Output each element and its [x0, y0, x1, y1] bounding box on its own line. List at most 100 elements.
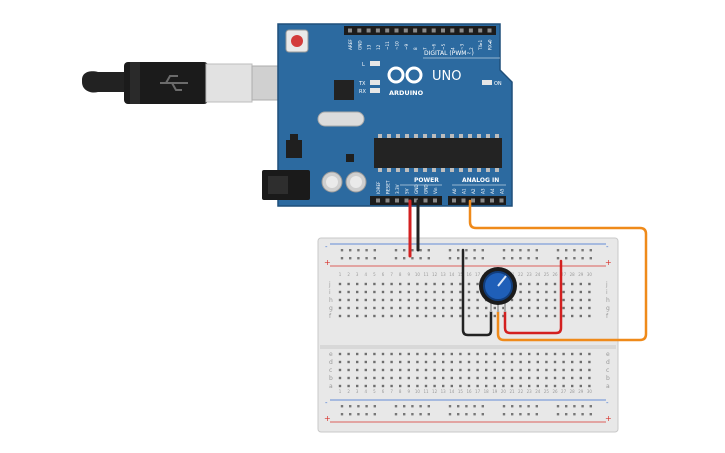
breadboard-hole[interactable] — [442, 368, 445, 372]
breadboard-hole[interactable] — [588, 298, 591, 302]
rail-hole[interactable] — [511, 249, 514, 252]
rail-hole[interactable] — [357, 413, 360, 416]
rail-hole[interactable] — [373, 413, 376, 416]
breadboard-hole[interactable] — [442, 290, 445, 294]
breadboard-hole[interactable] — [433, 290, 436, 294]
breadboard-hole[interactable] — [381, 282, 385, 286]
breadboard-hole[interactable] — [450, 306, 453, 310]
rail-hole[interactable] — [448, 413, 452, 416]
breadboard-hole[interactable] — [553, 282, 557, 286]
breadboard-hole[interactable] — [536, 290, 539, 294]
breadboard-hole[interactable] — [579, 282, 582, 286]
breadboard-hole[interactable] — [416, 384, 419, 388]
rail-hole[interactable] — [365, 413, 368, 416]
breadboard-hole[interactable] — [433, 282, 436, 286]
breadboard-hole[interactable] — [588, 282, 591, 286]
breadboard-hole[interactable] — [356, 282, 359, 286]
breadboard-hole[interactable] — [571, 298, 574, 302]
breadboard-hole[interactable] — [588, 306, 591, 310]
breadboard-hole[interactable] — [528, 298, 531, 302]
digital-pin-hole[interactable] — [459, 28, 464, 33]
breadboard-hole[interactable] — [390, 314, 393, 318]
breadboard-hole[interactable] — [562, 298, 565, 302]
rail-hole[interactable] — [365, 249, 368, 252]
breadboard-hole[interactable] — [510, 306, 514, 310]
rail-hole[interactable] — [394, 257, 398, 260]
breadboard-hole[interactable] — [373, 368, 376, 372]
rail-hole[interactable] — [349, 249, 352, 252]
breadboard-hole[interactable] — [356, 384, 359, 388]
breadboard-hole[interactable] — [347, 352, 350, 356]
rail-hole[interactable] — [535, 249, 538, 252]
rail-hole[interactable] — [411, 249, 414, 252]
rail-hole[interactable] — [527, 413, 530, 416]
breadboard-hole[interactable] — [485, 360, 488, 364]
breadboard-hole[interactable] — [467, 368, 471, 372]
rail-hole[interactable] — [349, 405, 352, 408]
breadboard-hole[interactable] — [364, 298, 367, 302]
breadboard-hole[interactable] — [502, 360, 505, 364]
breadboard-hole[interactable] — [433, 368, 436, 372]
breadboard-hole[interactable] — [519, 290, 522, 294]
breadboard-hole[interactable] — [373, 384, 376, 388]
breadboard-hole[interactable] — [493, 306, 496, 310]
rail-hole[interactable] — [481, 413, 484, 416]
breadboard-hole[interactable] — [381, 368, 385, 372]
breadboard-hole[interactable] — [450, 314, 453, 318]
breadboard-hole[interactable] — [407, 360, 410, 364]
rail-hole[interactable] — [589, 249, 592, 252]
breadboard-hole[interactable] — [510, 298, 514, 302]
rail-hole[interactable] — [403, 413, 406, 416]
power-pin-hole[interactable] — [395, 198, 399, 203]
breadboard-hole[interactable] — [442, 376, 445, 380]
rail-hole[interactable] — [457, 257, 460, 260]
breadboard-hole[interactable] — [510, 352, 514, 356]
rail-hole[interactable] — [419, 413, 422, 416]
rail-hole[interactable] — [394, 249, 398, 252]
rail-hole[interactable] — [565, 249, 568, 252]
breadboard-hole[interactable] — [536, 376, 539, 380]
digital-pin-hole[interactable] — [487, 28, 492, 33]
breadboard-hole[interactable] — [579, 352, 582, 356]
breadboard-hole[interactable] — [579, 376, 582, 380]
breadboard-hole[interactable] — [588, 290, 591, 294]
breadboard-hole[interactable] — [433, 384, 436, 388]
power-pin-hole[interactable] — [404, 198, 409, 203]
breadboard-hole[interactable] — [433, 298, 436, 302]
breadboard-hole[interactable] — [373, 298, 376, 302]
digital-pin-hole[interactable] — [441, 28, 445, 33]
breadboard-hole[interactable] — [381, 352, 385, 356]
breadboard-hole[interactable] — [579, 360, 582, 364]
breadboard-hole[interactable] — [476, 368, 479, 372]
breadboard-hole[interactable] — [536, 360, 539, 364]
breadboard-hole[interactable] — [364, 352, 367, 356]
breadboard-hole[interactable] — [407, 290, 410, 294]
breadboard-hole[interactable] — [476, 360, 479, 364]
breadboard-hole[interactable] — [407, 282, 410, 286]
breadboard-hole[interactable] — [553, 298, 557, 302]
breadboard-hole[interactable] — [493, 368, 496, 372]
breadboard-hole[interactable] — [476, 352, 479, 356]
breadboard-hole[interactable] — [442, 298, 445, 302]
rail-hole[interactable] — [419, 405, 422, 408]
breadboard-hole[interactable] — [553, 384, 557, 388]
breadboard-hole[interactable] — [467, 376, 471, 380]
breadboard-hole[interactable] — [338, 298, 342, 302]
breadboard-hole[interactable] — [493, 352, 496, 356]
rail-hole[interactable] — [365, 257, 368, 260]
breadboard-hole[interactable] — [424, 290, 428, 294]
breadboard-hole[interactable] — [476, 298, 479, 302]
rail-hole[interactable] — [581, 405, 584, 408]
breadboard-hole[interactable] — [493, 360, 496, 364]
breadboard-hole[interactable] — [356, 368, 359, 372]
digital-pin-hole[interactable] — [468, 28, 473, 33]
breadboard-hole[interactable] — [399, 352, 402, 356]
breadboard-hole[interactable] — [390, 298, 393, 302]
breadboard-hole[interactable] — [467, 352, 471, 356]
rail-hole[interactable] — [411, 405, 414, 408]
rail-hole[interactable] — [535, 413, 538, 416]
breadboard-hole[interactable] — [467, 298, 471, 302]
breadboard-hole[interactable] — [390, 282, 393, 286]
breadboard-hole[interactable] — [476, 306, 479, 310]
breadboard-hole[interactable] — [381, 384, 385, 388]
